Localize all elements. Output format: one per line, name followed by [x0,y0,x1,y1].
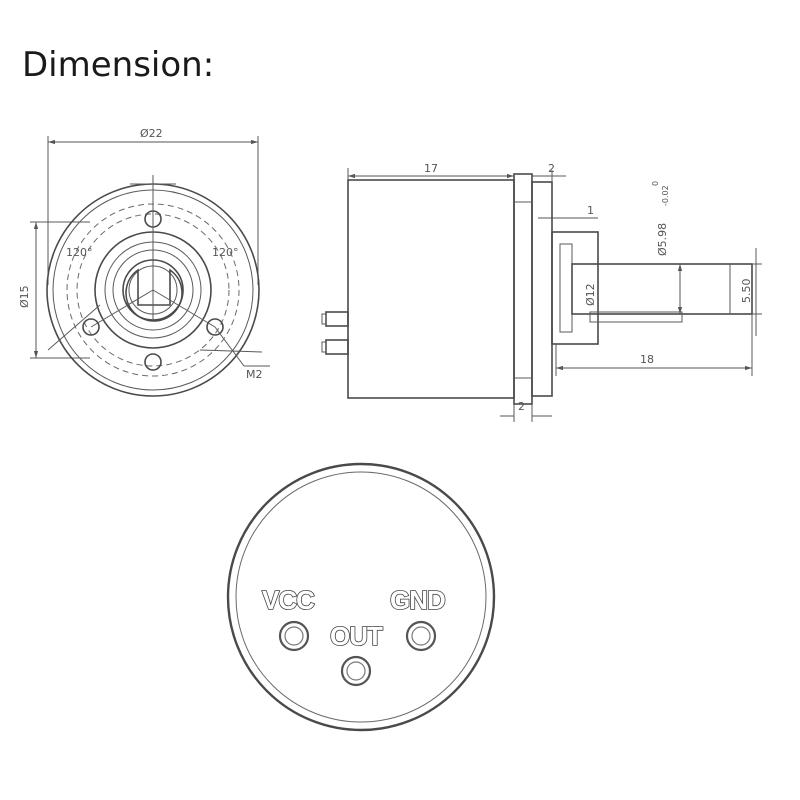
pin-label-out: OUT [330,621,383,651]
dim-label-step: 1 [587,204,594,217]
dim-label-flat: 5.50 [740,279,753,304]
encoder-body [347,179,515,399]
angle-label-left: 120° [66,246,93,259]
dim-label-shaft-length: 18 [640,353,654,366]
page-title: Dimension: [22,45,215,85]
pin-vcc [278,620,310,652]
pin-gnd [405,620,437,652]
dim-label-tol-lower: -0.02 [661,185,670,206]
dim-label-body-length: 17 [424,162,438,175]
pinout-view: VCC GND OUT [226,462,496,732]
dim-label-flange-top: 2 [548,162,555,175]
thread-label: M2 [246,368,263,381]
side-view: 17 2 1 Ø5.98 0 -0.02 Ø12 5.50 18 2 [321,162,762,422]
mount-hole-left [82,318,100,336]
front-view: Ø22 Ø15 120° 120° [18,127,270,397]
mount-hole-right [206,318,224,336]
shaft [571,263,753,315]
dim-label-bolt-circle: Ø15 [18,285,31,308]
pin-label-vcc: VCC [262,585,315,615]
dim-label-boss-dia: Ø12 [584,283,597,306]
pin-out [340,655,372,687]
pin-label-gnd: GND [390,585,445,615]
dim-label-diameter: Ø22 [140,127,163,140]
angle-label-right: 120° [212,246,239,259]
dim-label-tol-upper: 0 [651,181,660,186]
dim-label-shaft-dia: Ø5.98 [656,223,669,256]
connector-outline [226,462,496,732]
dim-label-flange-bottom: 2 [518,400,525,413]
